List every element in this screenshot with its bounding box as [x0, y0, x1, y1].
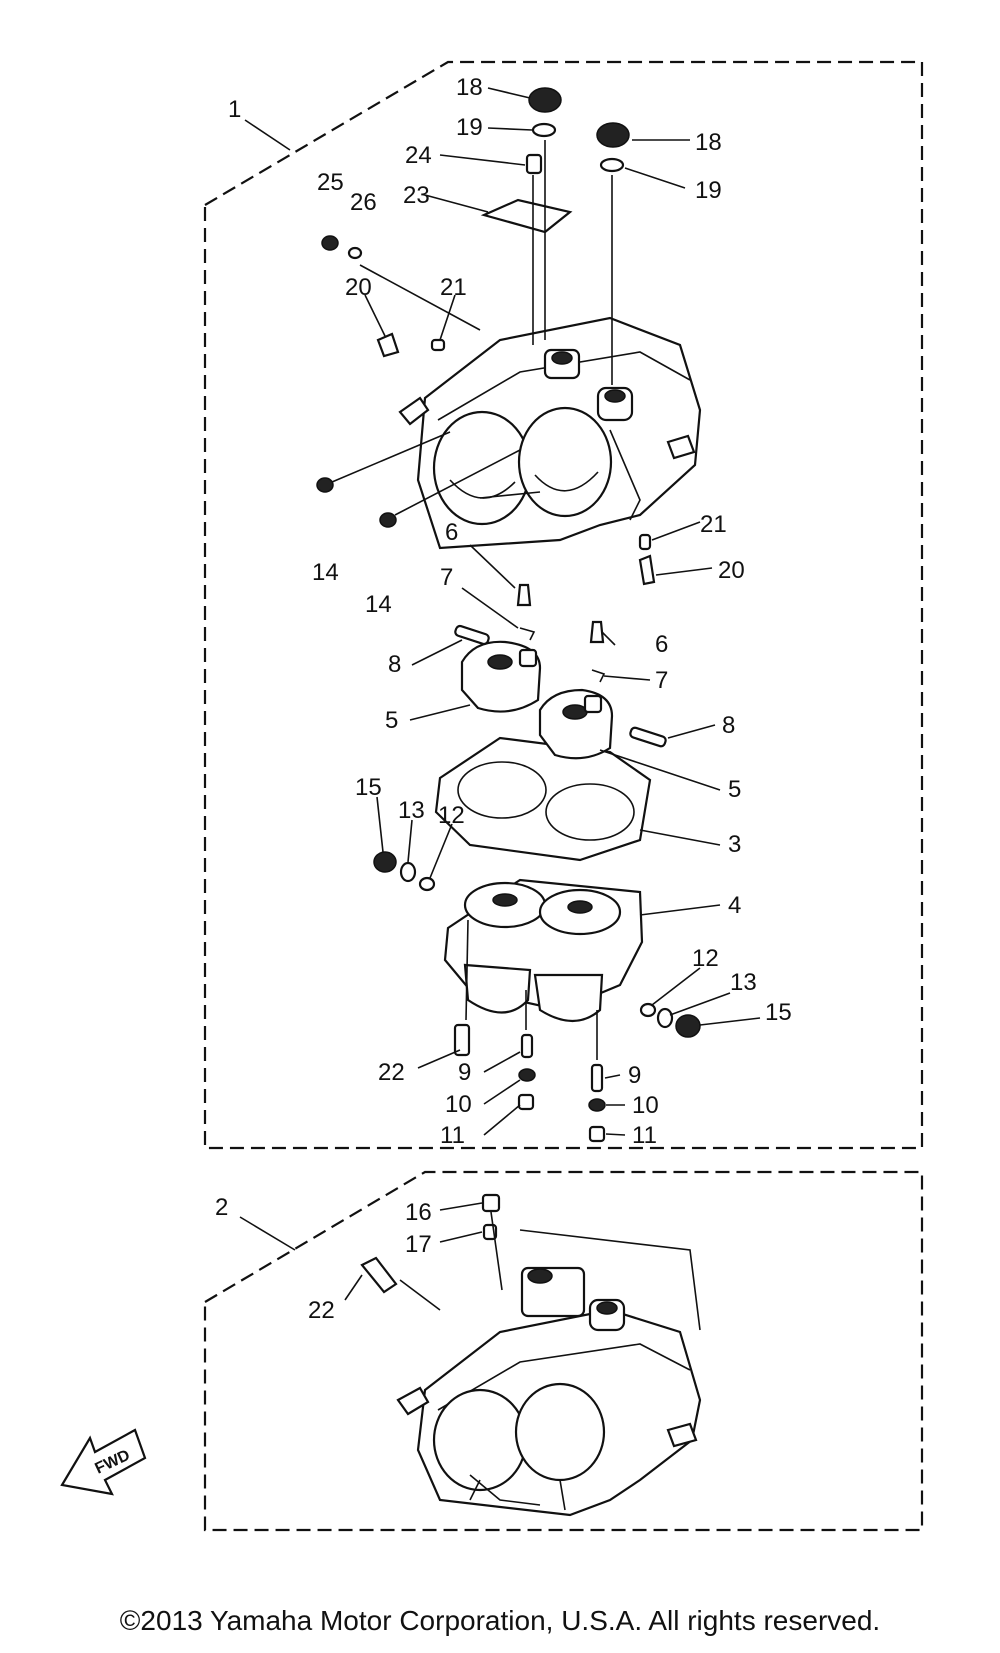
callout-5-left: 5: [385, 707, 398, 734]
callout-21-left: 21: [440, 274, 467, 301]
callout-12-right: 12: [692, 945, 719, 972]
callout-6-left: 6: [445, 519, 458, 546]
float-right: [538, 688, 614, 760]
callout-19-top: 19: [456, 114, 483, 141]
callout-3: 3: [728, 831, 741, 858]
copyright-notice: ©2013 Yamaha Motor Corporation, U.S.A. A…: [119, 1605, 881, 1636]
callout-7-right: 7: [655, 667, 668, 694]
callout-24: 24: [405, 142, 432, 169]
callout-20-left: 20: [345, 274, 372, 301]
callout-23: 23: [403, 182, 430, 209]
callout-1: 1: [228, 96, 241, 123]
callout-15-right: 15: [765, 999, 792, 1026]
callout-9-right: 9: [628, 1062, 641, 1089]
callout-11-right: 11: [632, 1122, 657, 1149]
float-left: [460, 640, 542, 713]
float-bowl: [443, 878, 644, 1022]
callout-5-right: 5: [728, 776, 741, 803]
callout-8-right: 8: [722, 712, 735, 739]
callout-12-left: 12: [438, 802, 465, 829]
callout-6-right: 6: [655, 631, 668, 658]
callout-13-left: 13: [398, 797, 425, 824]
fwd-arrow-icon: FWD: [60, 1428, 147, 1496]
callout-4: 4: [728, 892, 741, 919]
callout-20-right: 20: [718, 557, 745, 584]
callout-14-left: 14: [312, 559, 339, 586]
callout-2: 2: [215, 1194, 228, 1221]
callout-21-right: 21: [700, 511, 727, 538]
upper-carburetor-body: [398, 316, 702, 550]
gasket: [434, 736, 652, 862]
assembly-2-boundary: [203, 1170, 924, 1532]
callout-10-right: 10: [632, 1092, 659, 1119]
callout-8-left: 8: [388, 651, 401, 678]
callout-13-right: 13: [730, 969, 757, 996]
assembly-lines: [331, 140, 613, 1311]
callout-numbers: 1 2 3 4 5 5 6 6 7 7 8 8 9 9 10 10 11 11 …: [215, 74, 792, 1324]
callout-7-left: 7: [440, 564, 453, 591]
callout-22-lower: 22: [308, 1297, 335, 1324]
callout-14-right: 14: [365, 591, 392, 618]
callout-19-right: 19: [695, 177, 722, 204]
callout-15-left: 15: [355, 774, 382, 801]
callout-17: 17: [405, 1231, 432, 1258]
callout-18-right: 18: [695, 129, 722, 156]
callout-9-left: 9: [458, 1059, 471, 1086]
callout-16: 16: [405, 1199, 432, 1226]
callout-18-top: 18: [456, 74, 483, 101]
assembly-1-boundary: [203, 60, 924, 1150]
callout-22-upper: 22: [378, 1059, 405, 1086]
small-parts: [316, 87, 701, 1294]
lower-carburetor-body: [396, 1229, 702, 1517]
callout-11-left: 11: [440, 1122, 465, 1149]
leader-lines: [239, 87, 761, 1301]
callout-10-left: 10: [445, 1091, 472, 1118]
callout-25: 25: [317, 169, 344, 196]
callout-26: 26: [350, 189, 377, 216]
